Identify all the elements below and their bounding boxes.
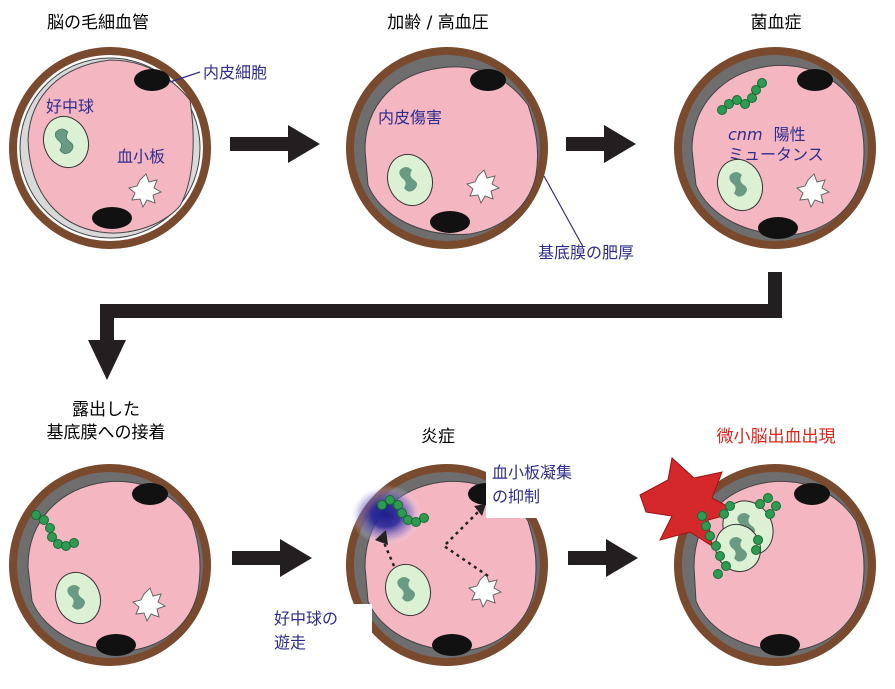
label-inhibit-line1: 血小板凝集: [492, 463, 572, 482]
bacteria-spread: [697, 493, 781, 579]
label-mutans: ミュータンス: [728, 145, 824, 164]
label-cnm-italic: cnm: [728, 125, 763, 144]
vessel-2: [346, 47, 548, 249]
endothelial-nucleus-bottom: [92, 207, 132, 229]
label-membrane-thickening: 基底膜の肥厚: [538, 243, 634, 262]
bacteria-inflamed: [377, 495, 429, 527]
platelet: [127, 173, 163, 209]
inhibit-arrowhead: [474, 504, 486, 516]
panel-3-bacteremia: 菌血症 cnm 陽性 ミュータンス: [674, 13, 876, 249]
platelet: [467, 573, 503, 609]
neutrophil: [384, 563, 432, 617]
label-migrate-line2: 遊走: [274, 633, 306, 652]
aggregation-inhibit-arrow: [442, 511, 489, 578]
migration-arrowhead: [375, 530, 388, 545]
platelet: [795, 173, 831, 209]
panel-4-adhesion: 露出した 基底膜への接着: [9, 400, 211, 666]
inhibit-label-box: [486, 460, 624, 518]
inflammation-glow: [350, 485, 422, 545]
panel-6-title: 微小脳出血出現: [717, 427, 836, 447]
panel-6-hemorrhage: 微小脳出血出現: [639, 427, 876, 666]
neutrophil: [386, 153, 434, 207]
endothelial-nucleus-top: [134, 69, 170, 91]
label-endothelium: 内皮細胞: [203, 63, 267, 82]
label-cnm: cnm 陽性: [728, 125, 806, 144]
neutrophil-migration-arrow: [380, 537, 396, 567]
panel-5-inflammation: 炎症: [268, 427, 624, 666]
label-inhibit-line2: の抑制: [492, 487, 540, 506]
vessel-6: [674, 464, 876, 666]
label-endothelial-damage: 内皮傷害: [378, 108, 442, 127]
neutrophil: [42, 115, 90, 169]
panel-4-title-line2: 基底膜への接着: [47, 423, 166, 443]
arrow-1-to-2: [230, 125, 320, 163]
label-cnm-positive: 陽性: [774, 125, 806, 144]
bacteria-chain: [717, 78, 767, 115]
label-neutrophil: 好中球: [46, 97, 94, 116]
vessel-1: [9, 47, 211, 249]
vessel-4: [9, 464, 211, 666]
panel-1-title: 脳の毛細血管: [47, 13, 149, 33]
migrate-label-box: [268, 604, 372, 660]
panel-2-aging: 加齢 / 高血圧 内皮傷害 基底膜の肥厚: [346, 13, 634, 262]
endothelium-pointer: [169, 71, 201, 83]
arrow-5-to-6: [568, 539, 638, 577]
platelet: [131, 587, 167, 623]
panel-1-capillary: 脳の毛細血管 内皮細胞 好中球 血小板: [9, 13, 267, 249]
panel-3-title: 菌血症: [751, 13, 802, 33]
arrow-2-to-3: [566, 125, 636, 163]
label-migrate-line1: 好中球の: [274, 609, 338, 628]
arrow-3-to-4: [88, 272, 782, 380]
bacteria-adhered: [31, 510, 79, 551]
label-platelet: 血小板: [117, 147, 165, 166]
panel-5-title: 炎症: [421, 427, 455, 447]
panel-4-title-line1: 露出した: [72, 400, 140, 420]
arrow-4-to-5: [232, 539, 312, 577]
neutrophil: [54, 571, 102, 625]
thickening-pointer: [543, 175, 583, 246]
neutrophil: [716, 158, 764, 212]
panel-2-title: 加齢 / 高血圧: [387, 13, 489, 33]
platelet: [465, 169, 501, 205]
